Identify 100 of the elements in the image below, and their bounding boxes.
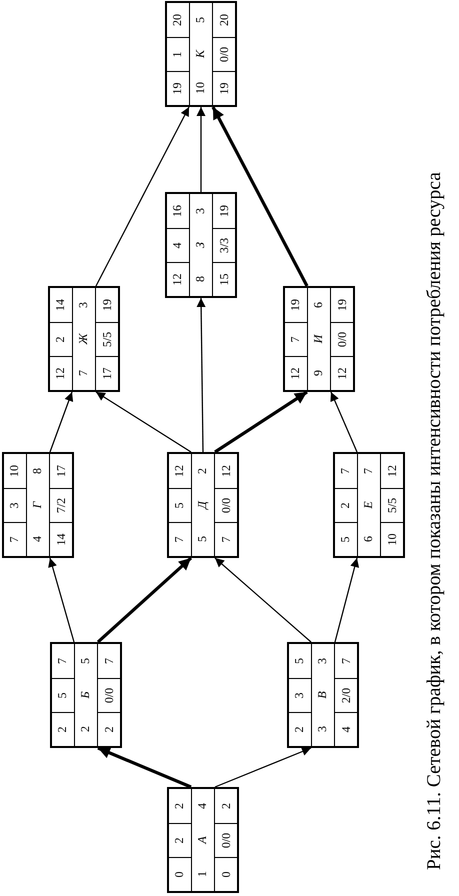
arrow [96, 392, 192, 452]
activity-value: 7 [169, 522, 192, 556]
activity-name: В [314, 690, 330, 701]
activity-node [165, 192, 237, 298]
arrow [48, 558, 75, 642]
activity-value: 2 [335, 488, 358, 522]
activity-value: 2 [214, 789, 237, 823]
activity-value: 7 [335, 454, 358, 488]
activity-value: 5/5 [95, 322, 118, 356]
activity-value: 2 [169, 823, 192, 857]
activity-value: 17 [49, 454, 72, 488]
activity-value: 7 [334, 644, 357, 678]
activity-value: 12 [380, 454, 403, 488]
activity-node [50, 642, 122, 748]
activity-value: 20 [212, 3, 235, 37]
activity-value: 3 [192, 207, 208, 216]
arrow [95, 106, 190, 286]
activity-value: 19 [95, 288, 118, 322]
activity-value: 4 [29, 535, 46, 544]
figure-caption: Рис. 6.11. Сетевой график, в котором показаны интенсивности потребления ресурса [424, 171, 446, 870]
activity-value: 7 [52, 644, 75, 678]
activity-value: 0 [214, 857, 237, 891]
activity-value: 5 [335, 522, 358, 556]
activity-value: 5 [289, 644, 312, 678]
arrow [97, 746, 192, 788]
activity-name: Г [29, 500, 46, 510]
activity-value: 7/2 [49, 488, 72, 522]
arrow [214, 390, 308, 454]
arrow [334, 558, 360, 642]
activity-value: 2 [169, 789, 192, 823]
activity-value: 6 [310, 301, 326, 310]
arrow [96, 556, 192, 644]
activity-value: 14 [49, 522, 72, 556]
activity-value: 7 [285, 322, 308, 356]
arrow [214, 558, 312, 642]
activity-value: 5 [192, 16, 208, 25]
activity-value: 10 [4, 454, 27, 488]
activity-node [333, 452, 405, 558]
activity-value: 5 [169, 488, 192, 522]
activity-value: 2 [289, 712, 312, 746]
activity-name: Б [77, 690, 94, 701]
activity-value: 2 [77, 725, 94, 734]
activity-value: 20 [167, 3, 190, 37]
activity-value: 12 [214, 454, 237, 488]
activity-value: 2 [52, 712, 75, 746]
activity-value: 2 [194, 467, 210, 476]
activity-value: 12 [167, 262, 190, 296]
activity-value: 4 [334, 712, 357, 746]
activity-value: 7 [4, 522, 27, 556]
activity-value: 19 [167, 71, 190, 105]
activity-node [48, 286, 120, 392]
activity-value: 10 [192, 81, 208, 96]
activity-value: 8 [29, 467, 46, 476]
activity-value: 19 [212, 194, 235, 228]
activity-value: 14 [50, 288, 73, 322]
activity-value: 3 [314, 725, 330, 734]
arrow [212, 106, 308, 287]
arrow [49, 392, 74, 452]
arrow [196, 107, 206, 192]
activity-value: 16 [167, 194, 190, 228]
activity-value: 5 [77, 657, 94, 666]
activity-value: 12 [330, 356, 353, 390]
activity-value: 1 [167, 37, 190, 71]
activity-value: 12 [285, 356, 308, 390]
activity-name: И [310, 333, 326, 346]
activity-value: 2 [97, 712, 120, 746]
activity-value: 8 [192, 275, 208, 284]
activity-value: 5/5 [380, 488, 403, 522]
activity-value: 7 [75, 369, 92, 378]
activity-value: 7 [97, 644, 120, 678]
activity-value: 9 [310, 369, 326, 378]
activity-value: 0/0 [97, 678, 120, 712]
activity-node [167, 787, 239, 893]
activity-name: Е [360, 500, 376, 511]
activity-value: 0/0 [214, 488, 237, 522]
activity-node [283, 286, 355, 392]
activity-value: 3 [314, 657, 330, 666]
arrow [330, 392, 358, 452]
activity-value: 15 [212, 262, 235, 296]
activity-name: А [194, 835, 210, 846]
activity-value: 2/0 [334, 678, 357, 712]
arrow [214, 747, 312, 788]
activity-value: 3 [75, 301, 92, 310]
activity-value: 4 [194, 802, 210, 811]
activity-name: З [192, 241, 208, 250]
activity-node [165, 1, 237, 107]
activity-name: К [192, 48, 208, 60]
activity-value: 6 [360, 535, 376, 544]
activity-value: 0/0 [330, 322, 353, 356]
activity-node [2, 452, 74, 558]
activity-value: 12 [169, 454, 192, 488]
activity-value: 2 [50, 322, 73, 356]
activity-value: 7 [214, 522, 237, 556]
activity-value: 3/3 [212, 228, 235, 262]
activity-node [167, 452, 239, 558]
activity-node [287, 642, 359, 748]
activity-value: 4 [167, 228, 190, 262]
activity-value: 17 [95, 356, 118, 390]
activity-value: 5 [52, 678, 75, 712]
activity-value: 19 [285, 288, 308, 322]
